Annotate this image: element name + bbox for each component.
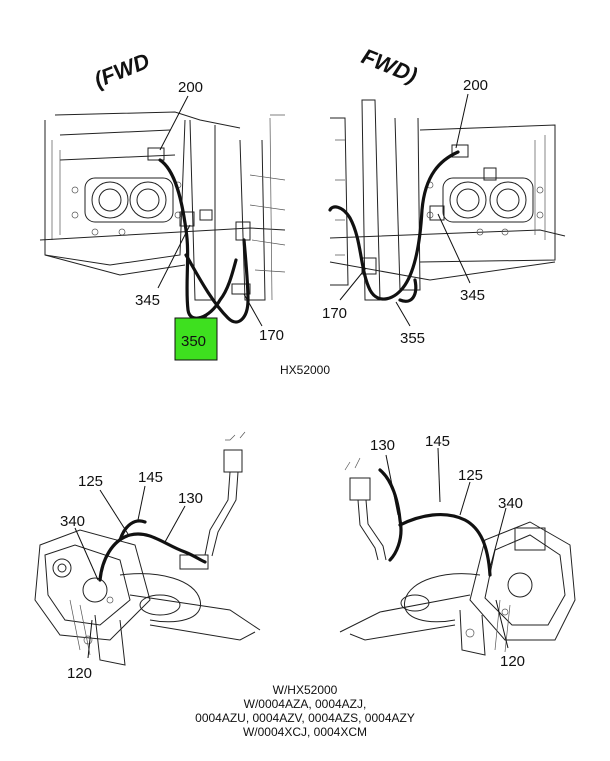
harness-130-left bbox=[98, 532, 207, 582]
harness-130-right bbox=[378, 468, 403, 562]
bottom-left-view: 125 145 130 340 120 bbox=[34, 431, 261, 682]
top-left-view: (FWD 200 345 350 170 bbox=[39, 48, 286, 361]
bottom-left-callout-120: 120 bbox=[67, 665, 92, 682]
top-right-leader-200 bbox=[455, 93, 469, 149]
top-caption: HX52000 bbox=[280, 363, 330, 377]
bottom-right-leader-145 bbox=[437, 447, 441, 503]
bottom-left-callout-145: 145 bbox=[138, 469, 163, 486]
harness-355-branch bbox=[398, 278, 418, 303]
bottom-left-leader-145 bbox=[137, 485, 146, 521]
harness-350-branch bbox=[184, 238, 250, 324]
top-left-leader-200 bbox=[159, 95, 189, 151]
bottom-caption-line-1: W/HX52000 bbox=[273, 683, 338, 697]
top-right-fwd-label: FWD) bbox=[358, 43, 421, 88]
top-right-view: FWD) 200 170 355 345 bbox=[322, 43, 566, 347]
top-left-leader-345 bbox=[157, 224, 191, 289]
bottom-right-callout-120: 120 bbox=[500, 653, 525, 670]
harness-125-right bbox=[398, 513, 492, 577]
bottom-caption: W/HX52000 W/0004AZA, 0004AZJ, 0004AZU, 0… bbox=[195, 683, 415, 739]
bottom-left-leader-120 bbox=[87, 619, 93, 659]
top-left-callout-345: 345 bbox=[135, 292, 160, 309]
top-left-callout-200: 200 bbox=[178, 79, 203, 96]
top-right-callout-355: 355 bbox=[400, 330, 425, 347]
top-left-leader-170 bbox=[243, 293, 263, 327]
bottom-caption-line-2: W/0004AZA, 0004AZJ, bbox=[244, 697, 367, 711]
bottom-left-leader-125 bbox=[99, 489, 129, 535]
bottom-left-leader-130 bbox=[164, 505, 186, 543]
bottom-right-callout-340: 340 bbox=[498, 495, 523, 512]
top-right-leader-345 bbox=[437, 213, 471, 284]
bottom-right-view: 130 145 125 340 120 bbox=[339, 433, 576, 670]
bottom-right-callout-125: 125 bbox=[458, 467, 483, 484]
top-left-callout-350: 350 bbox=[181, 333, 206, 350]
bottom-right-leader-130 bbox=[385, 454, 399, 516]
bottom-right-axle-drawing bbox=[339, 457, 576, 656]
top-right-callout-345: 345 bbox=[460, 287, 485, 304]
bottom-left-axle-drawing bbox=[34, 431, 261, 666]
top-right-callout-170: 170 bbox=[322, 305, 347, 322]
bottom-left-callout-125: 125 bbox=[78, 473, 103, 490]
bottom-right-callout-130: 130 bbox=[370, 437, 395, 454]
top-right-leader-170 bbox=[339, 267, 367, 301]
bottom-left-callout-340: 340 bbox=[60, 513, 85, 530]
bottom-left-callout-130: 130 bbox=[178, 490, 203, 507]
bottom-right-leader-340 bbox=[489, 507, 507, 569]
top-right-callout-200: 200 bbox=[463, 77, 488, 94]
harness-355 bbox=[328, 150, 460, 301]
bottom-right-callout-145: 145 bbox=[425, 433, 450, 450]
top-left-fwd-label: (FWD bbox=[91, 48, 154, 93]
harness-350 bbox=[158, 158, 238, 320]
callout-350-highlight-box bbox=[174, 317, 218, 361]
bottom-caption-line-3: 0004AZU, 0004AZV, 0004AZS, 0004AZY bbox=[195, 711, 415, 725]
top-left-frame-drawing bbox=[39, 111, 286, 301]
bottom-right-leader-125 bbox=[459, 481, 471, 516]
bottom-left-leader-340 bbox=[74, 527, 99, 581]
bottom-caption-line-4: W/0004XCJ, 0004XCM bbox=[243, 725, 367, 739]
harness-125-left bbox=[118, 519, 147, 542]
top-right-leader-355 bbox=[395, 301, 411, 327]
top-left-callout-170: 170 bbox=[259, 327, 284, 344]
bottom-right-leader-120 bbox=[495, 599, 509, 649]
